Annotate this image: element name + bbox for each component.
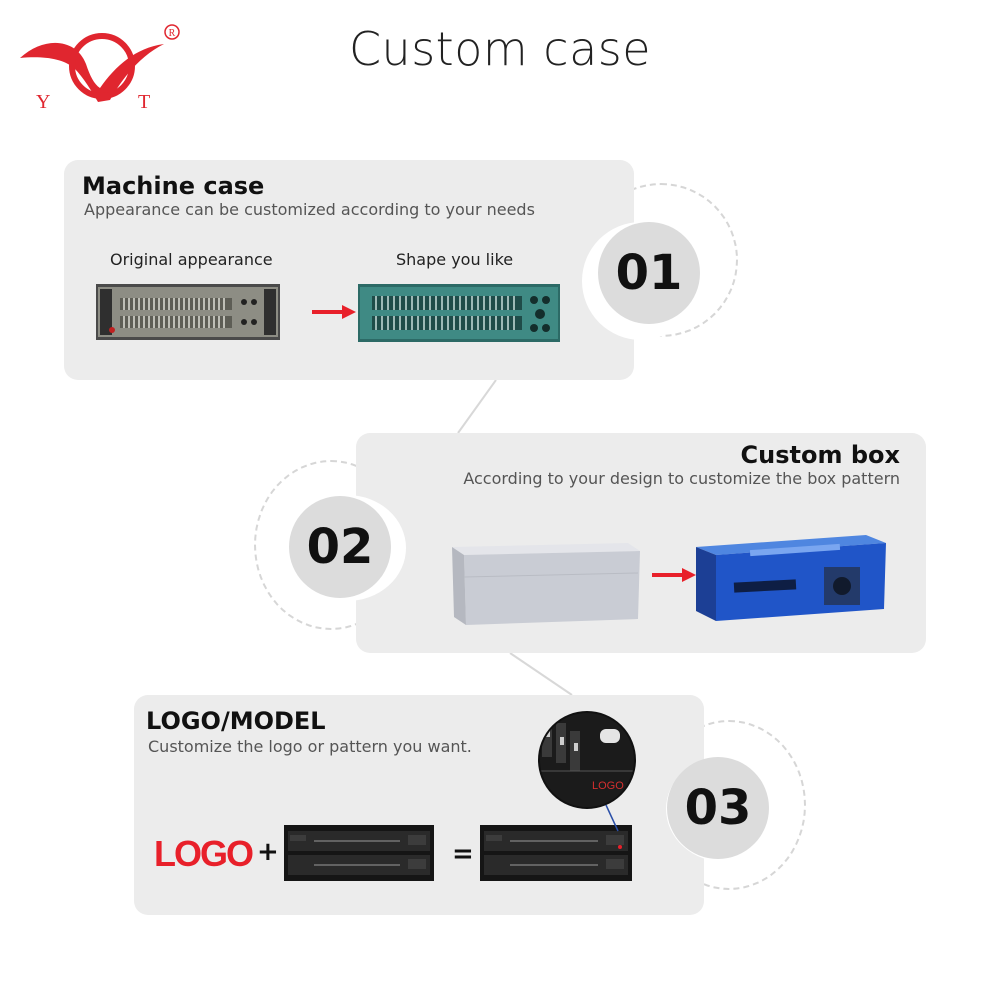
brand-logo: R Y T (14, 18, 184, 113)
section-subtitle: Appearance can be customized according t… (84, 200, 535, 219)
zoom-detail-image: LOGO (538, 711, 636, 832)
plain-box-image (452, 543, 640, 625)
page-title: Custom case (348, 22, 652, 76)
section-title: LOGO/MODEL (146, 707, 326, 735)
badge-01: 01 (598, 222, 700, 324)
caption-original: Original appearance (110, 250, 273, 269)
zoom-logo-text: LOGO (592, 780, 624, 792)
brand-letter-t: T (138, 91, 150, 113)
arrow-icon (312, 305, 356, 319)
section-machine-case: Machine case Appearance can be customize… (64, 160, 634, 380)
plus-sign: + (257, 837, 279, 867)
logo-word: LOGO (154, 833, 254, 874)
caption-shape: Shape you like (396, 250, 514, 269)
arrow-icon (652, 568, 696, 582)
device-branded-image (480, 825, 632, 881)
original-equalizer-image (96, 284, 280, 340)
badge-03: 03 (667, 757, 769, 859)
registered-mark: R (169, 28, 176, 39)
section-subtitle: Customize the logo or pattern you want. (148, 737, 472, 756)
device-plain-image (284, 825, 434, 881)
section-title: Custom box (740, 441, 900, 469)
section-custom-box: Custom box According to your design to c… (356, 433, 926, 653)
section-subtitle: According to your design to customize th… (463, 469, 900, 488)
brand-letter-y: Y (36, 91, 50, 113)
printed-box-image (696, 535, 886, 621)
badge-02: 02 (289, 496, 391, 598)
equals-sign: = (452, 839, 474, 869)
section-logo-model: LOGO/MODEL Customize the logo or pattern… (134, 695, 704, 915)
custom-equalizer-image (358, 284, 560, 342)
section-title: Machine case (82, 172, 265, 200)
